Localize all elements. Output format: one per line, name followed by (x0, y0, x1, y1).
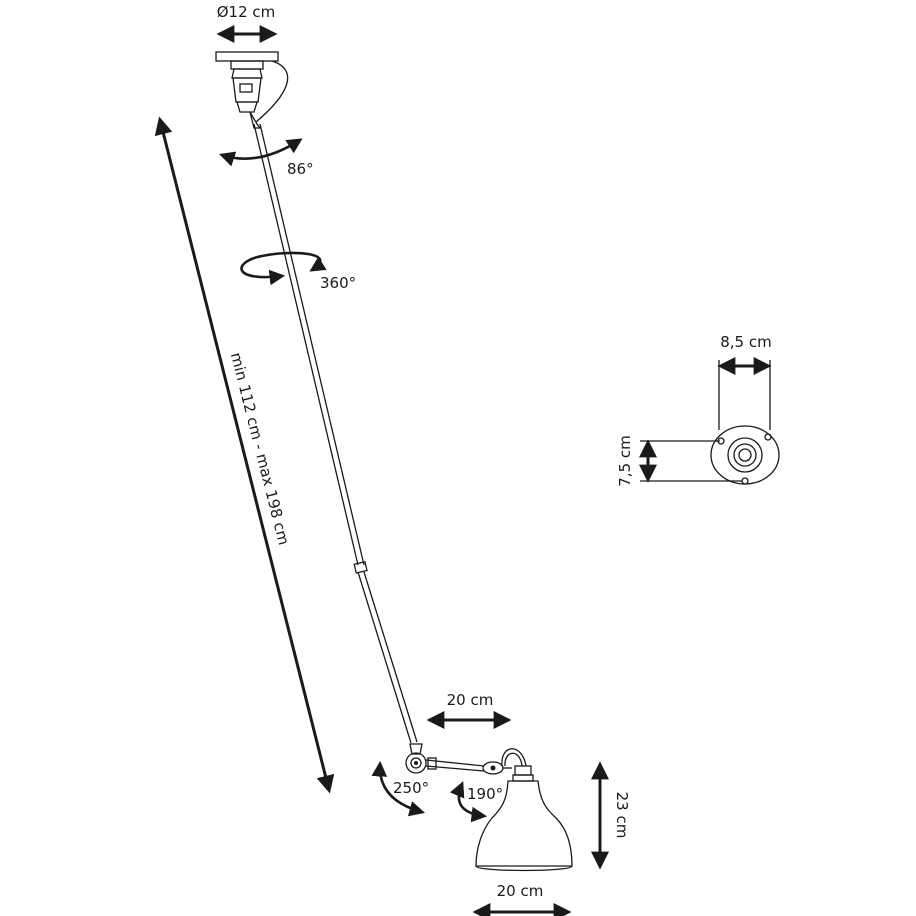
shade-height-dimension: 23 cm (591, 761, 631, 870)
elbow-rotation-indicator: 250° (371, 760, 429, 817)
shade-height-label: 23 cm (613, 792, 631, 839)
lamp-shade (475, 748, 573, 872)
base-width-label: 8,5 cm (720, 333, 771, 351)
base-height-label: 7,5 cm (616, 435, 634, 486)
base-height-dimension: 7,5 cm (616, 435, 742, 487)
top-tilt-angle-label: 86° (287, 160, 314, 178)
shade-diameter-label: 20 cm (497, 882, 544, 900)
elbow-joint (405, 743, 427, 774)
length-range-dimension: min 112 cm - max 198 cm (154, 116, 335, 794)
short-arm (425, 757, 512, 775)
screw-hole (741, 477, 749, 485)
ceiling-canopy (215, 51, 289, 123)
screw-hole (764, 433, 772, 441)
elbow-angle-label: 250° (393, 779, 429, 797)
power-cord (255, 60, 289, 123)
shade-diameter-dimension: 20 cm (472, 882, 572, 916)
lamp-pole (249, 111, 418, 744)
arm-length-dimension: 20 cm (426, 691, 512, 729)
canopy-diameter-dimension: Ø12 cm (216, 3, 278, 43)
pole-spin-angle-label: 360° (320, 274, 356, 292)
arm-length-label: 20 cm (447, 691, 494, 709)
canopy-diameter-label: Ø12 cm (217, 3, 276, 21)
shade-tilt-angle-label: 190° (467, 785, 503, 803)
base-plate (710, 425, 780, 485)
base-width-dimension: 8,5 cm (717, 333, 772, 430)
shade-tilt-rotation-indicator: 190° (449, 781, 503, 823)
